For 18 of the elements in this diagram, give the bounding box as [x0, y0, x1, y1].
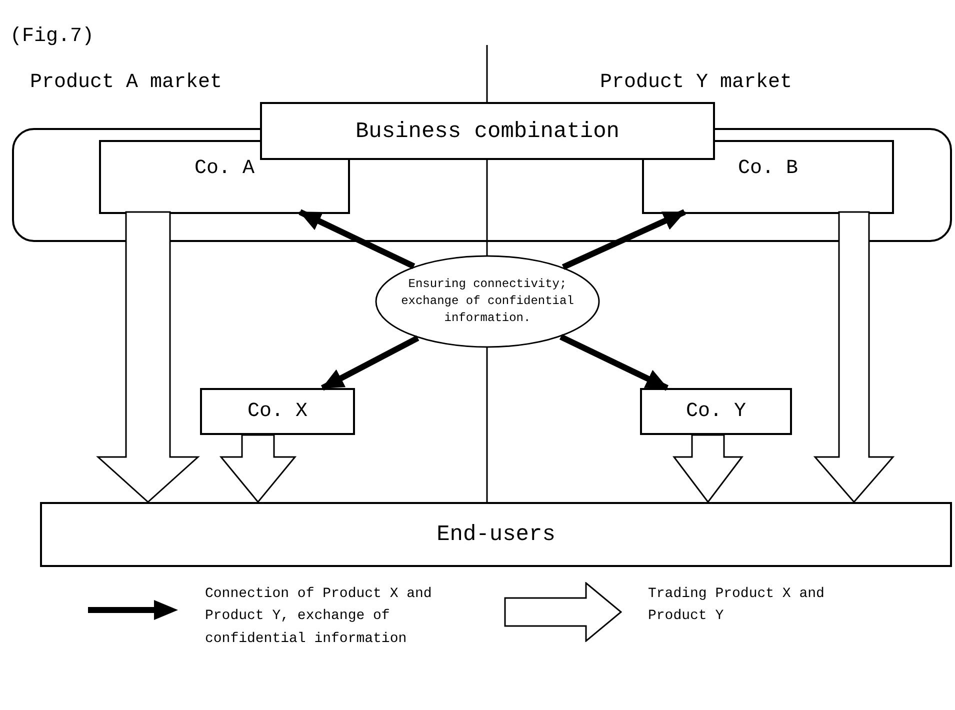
arrow	[559, 334, 668, 391]
company-box: Co. Y	[640, 388, 792, 435]
hollow-arrow	[96, 211, 200, 503]
legend-text: Connection of Product X and Product Y, exchange of confidential information	[205, 585, 433, 649]
company-box: Co. X	[200, 388, 355, 435]
legend-text: Trading Product X and Product Y	[648, 585, 826, 626]
text-label: (Fig.7)	[10, 24, 94, 50]
process-box: End-users	[40, 502, 952, 567]
hollow-arrow	[672, 434, 744, 504]
text-label: Product A market	[30, 70, 222, 96]
hollow-arrow	[813, 211, 895, 504]
company-box: Co. B	[642, 140, 894, 214]
text-label: Product Y market	[600, 70, 792, 96]
ellipse-node: Ensuring connectivity; exchange of confidential information.	[375, 255, 600, 348]
company-box: Co. A	[99, 140, 350, 214]
hollow-arrow	[219, 434, 297, 504]
process-box: Business combination	[260, 102, 715, 160]
arrow	[320, 335, 420, 391]
